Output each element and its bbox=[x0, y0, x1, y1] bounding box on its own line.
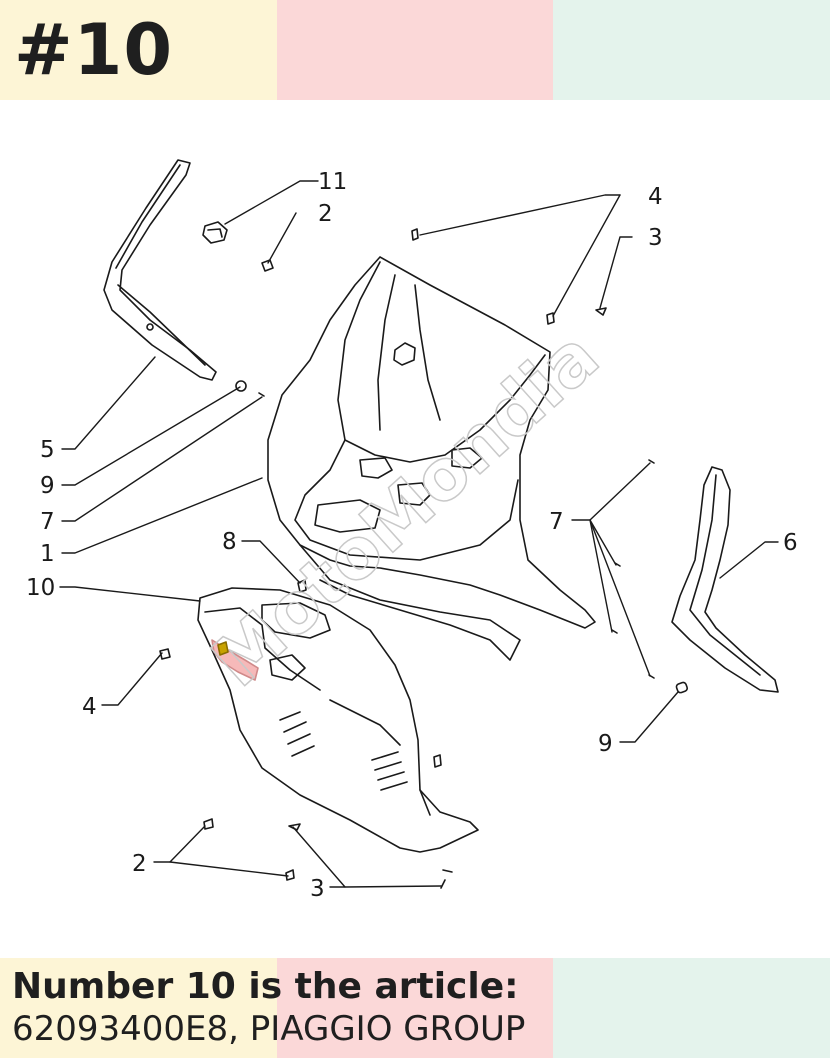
front-shield-part bbox=[267, 256, 596, 661]
callout-4-top: 4 bbox=[648, 184, 663, 210]
article-caption: Number 10 is the article: 62093400E8, PI… bbox=[12, 966, 525, 1050]
nut-part bbox=[202, 221, 228, 244]
fasteners bbox=[159, 228, 689, 889]
item-number-badge: #10 bbox=[14, 9, 174, 91]
band-segment-green bbox=[553, 958, 830, 1058]
top-color-band bbox=[0, 0, 830, 100]
callout-8: 8 bbox=[222, 529, 237, 555]
callout-9-left: 9 bbox=[40, 473, 55, 499]
caption-article-code: 62093400E8, PIAGGIO GROUP bbox=[12, 1009, 526, 1049]
band-segment-green bbox=[553, 0, 830, 100]
caption-heading: Number 10 is the article: bbox=[12, 966, 519, 1007]
callout-numbers: 11 2 4 3 5 9 7 1 8 10 7 6 4 9 2 3 bbox=[26, 169, 798, 902]
trim-strip-right-part bbox=[671, 466, 779, 693]
callout-4-bottom: 4 bbox=[82, 694, 97, 720]
trim-strip-left-part bbox=[103, 159, 217, 381]
band-segment-pink bbox=[276, 958, 554, 1058]
callout-3-top: 3 bbox=[648, 225, 663, 251]
callout-2-top: 2 bbox=[318, 201, 333, 227]
callout-1: 1 bbox=[40, 541, 55, 567]
callout-10: 10 bbox=[26, 575, 55, 601]
callout-5: 5 bbox=[40, 437, 55, 463]
callout-6: 6 bbox=[783, 530, 798, 556]
band-segment-yellow bbox=[0, 0, 277, 100]
band-segment-pink bbox=[276, 0, 554, 100]
callout-11: 11 bbox=[318, 169, 347, 195]
callout-2-bottom: 2 bbox=[132, 851, 147, 877]
leader-lines bbox=[59, 180, 779, 888]
bottom-color-band bbox=[0, 958, 830, 1058]
kick-panel-part bbox=[197, 587, 479, 853]
callout-9-right: 9 bbox=[598, 731, 613, 757]
callout-3-bottom: 3 bbox=[310, 876, 325, 902]
callout-7-left: 7 bbox=[40, 509, 55, 535]
band-segment-yellow bbox=[0, 958, 277, 1058]
callout-7-right: 7 bbox=[549, 509, 564, 535]
exploded-parts-diagram: MotoMondia 11 2 4 3 5 9 7 1 8 10 7 6 4 9… bbox=[26, 159, 798, 902]
